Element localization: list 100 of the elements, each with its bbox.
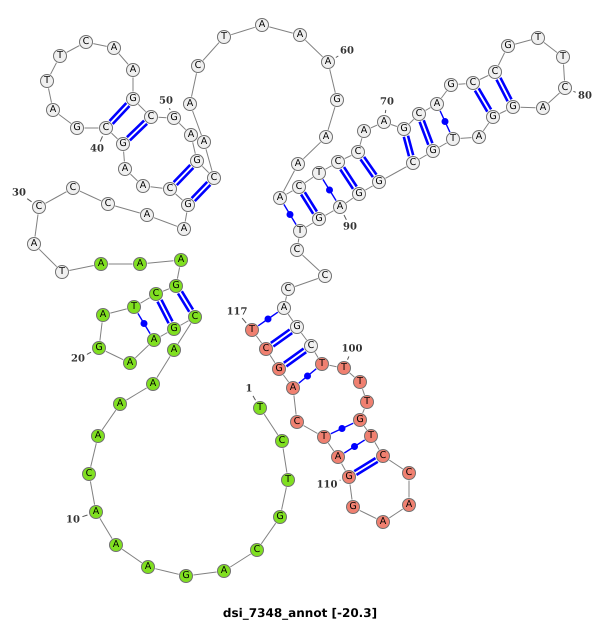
nucleotide-circle: A — [174, 253, 188, 267]
backbone-line — [304, 176, 314, 184]
nucleotide-circle: G — [330, 93, 344, 107]
backbone-line — [268, 26, 294, 34]
backbone-line — [66, 45, 80, 53]
nucleotide-circle: G — [167, 111, 181, 125]
backbone-line — [260, 522, 276, 544]
base-pair-line — [495, 76, 513, 103]
backbone-line — [264, 414, 278, 436]
backbone-line — [364, 185, 374, 191]
backbone-line — [374, 442, 380, 450]
nucleotide-circle: A — [255, 18, 269, 32]
backbone-line — [359, 510, 377, 520]
nucleotide-circle: A — [217, 564, 231, 578]
nucleotide-circle: A — [331, 450, 345, 464]
position-number: 70 — [380, 96, 394, 108]
backbone-line — [479, 74, 489, 80]
backbone-line — [440, 90, 448, 98]
backbone-line — [304, 40, 324, 58]
backbone-line — [306, 222, 314, 228]
backbone-line — [158, 116, 167, 118]
backbone-line — [134, 344, 150, 358]
nucleotide-circle: A — [146, 377, 160, 391]
backbone-line — [50, 62, 57, 75]
nucleotide-circle: G — [426, 144, 440, 158]
backbone-line — [344, 154, 352, 160]
base-pair-line — [439, 110, 451, 132]
backbone-line — [460, 137, 472, 139]
backbone-line — [202, 42, 220, 61]
nucleotide-circle: A — [118, 162, 132, 176]
backbone-line — [178, 122, 186, 130]
nucleotide-circle: C — [191, 59, 205, 73]
nucleotide-circle: C — [402, 466, 416, 480]
nucleotide-circle: G — [167, 322, 181, 336]
backbone-line — [68, 265, 94, 271]
nucleotide-circle: A — [109, 538, 123, 552]
nucleotide-circle: A — [286, 381, 300, 395]
backbone-line — [178, 322, 192, 344]
nucleotide-circle: A — [94, 257, 108, 271]
nucleotide-circle: A — [133, 257, 147, 271]
backbone-line — [300, 332, 308, 340]
position-number: 40 — [90, 144, 104, 154]
nucleotide-circle: A — [184, 128, 198, 142]
backbone-line — [418, 154, 428, 160]
backbone-line — [140, 297, 150, 304]
backbone-line — [514, 39, 532, 45]
backbone-line — [176, 266, 180, 280]
nucleotide-circle: A — [321, 55, 335, 69]
nucleotide-circle: A — [376, 515, 390, 529]
backbone-line — [90, 480, 96, 506]
backbone-line — [388, 460, 404, 470]
base-pair-line — [344, 439, 366, 454]
nucleotide-circle: C — [144, 110, 158, 124]
backbone-line — [425, 107, 431, 111]
base-pair-line — [339, 166, 358, 190]
nucleotide-circle: A — [96, 308, 110, 322]
backbone-line — [341, 463, 346, 471]
position-number: 30 — [12, 188, 26, 198]
backbone-line — [147, 260, 174, 264]
backbone-line — [192, 142, 196, 154]
backbone-line — [498, 52, 506, 66]
nucleotide-circle: G — [352, 187, 366, 201]
backbone-line — [328, 364, 338, 368]
nucleotide-circle: A — [402, 498, 416, 512]
nucleotide-circle: G — [126, 92, 140, 106]
backbone-line — [302, 142, 322, 160]
nucleotide-circle: G — [501, 39, 515, 53]
nucleotide-circle: C — [250, 543, 264, 557]
position-number: 50 — [159, 96, 173, 106]
nucleotide-circle: A — [123, 356, 137, 370]
backbone-line — [482, 122, 490, 132]
nucleotide-circle: C — [99, 121, 113, 135]
nucleotide-circle: C — [304, 339, 318, 353]
base-pair-line — [108, 102, 131, 126]
nucleotide-circle: G — [70, 121, 84, 135]
nucleotide-circle: C — [188, 310, 202, 324]
backbone-line — [520, 106, 536, 108]
backbone-line — [110, 308, 128, 314]
backbone-line — [162, 288, 170, 292]
backbone-line — [438, 142, 448, 148]
backbone-line — [385, 166, 407, 179]
nucleotide-circle: A — [357, 124, 371, 138]
position-number: 110 — [316, 480, 338, 490]
backbone-line — [99, 322, 103, 342]
nucleotide-circle: T — [40, 74, 54, 88]
backbone-line — [458, 83, 466, 85]
backbone-line — [364, 426, 368, 430]
nucleotide-circle: T — [531, 31, 545, 45]
backbone-line — [192, 572, 218, 576]
backbone-line — [206, 148, 212, 172]
nucleotide-circle: T — [127, 300, 141, 314]
nucleotide-circle: A — [126, 63, 140, 77]
nucleotide-circle: A — [136, 179, 150, 193]
base-pair-line — [190, 180, 212, 202]
nucleotide-circle: A — [147, 333, 161, 347]
backbone-line — [191, 72, 197, 98]
nucleotide-circle: C — [259, 342, 273, 356]
nucleotide-circle: C — [331, 155, 345, 169]
nucleotide-circle: G — [190, 154, 204, 168]
nucleotide-circle: C — [290, 243, 304, 257]
